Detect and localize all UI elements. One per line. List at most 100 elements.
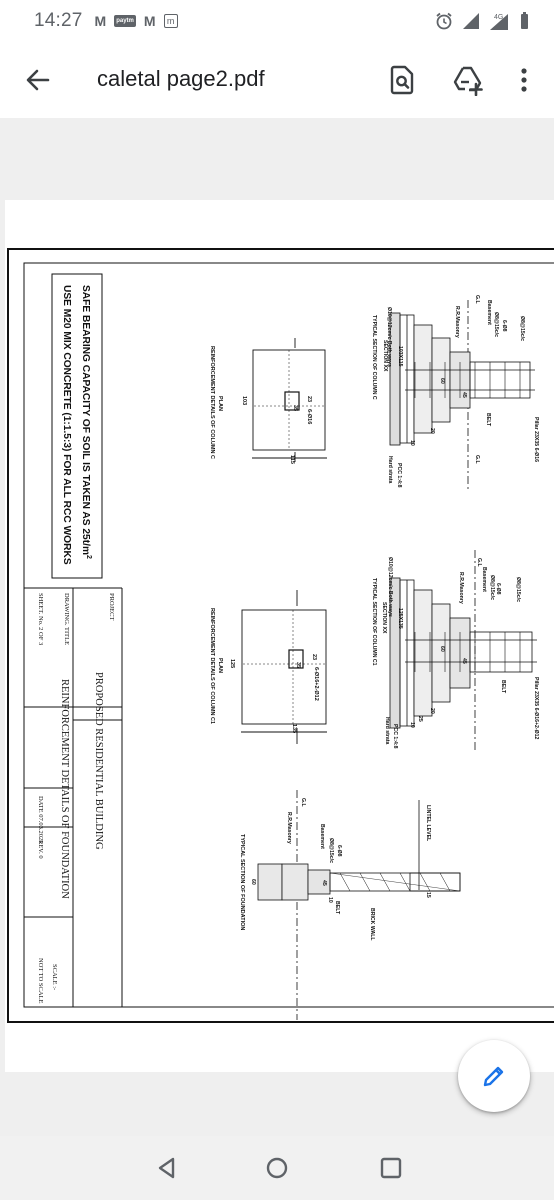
svg-text:Basement: Basement bbox=[319, 824, 325, 849]
svg-text:R.R.Masonry: R.R.Masonry bbox=[286, 812, 292, 844]
svg-text:4G: 4G bbox=[494, 14, 503, 21]
title-block: PROJECT PROPOSED RESIDENTIAL BUILDING DR… bbox=[24, 587, 123, 1007]
app-bar: caletal page2.pdf bbox=[0, 42, 554, 118]
svg-text:Pillar 23X35 6-Ø16: Pillar 23X35 6-Ø16 bbox=[533, 417, 539, 462]
svg-text:SECTION XX: SECTION XX bbox=[381, 602, 387, 634]
svg-text:PCC 1:4:8: PCC 1:4:8 bbox=[392, 724, 398, 749]
scale-value: NOT TO SCALE bbox=[37, 958, 44, 1004]
find-in-page-icon[interactable] bbox=[386, 64, 418, 96]
document-title: caletal page2.pdf bbox=[97, 66, 265, 91]
paytm-notification-icon: paytm bbox=[114, 15, 136, 27]
more-vert-icon[interactable] bbox=[508, 64, 540, 96]
sheet-number: SHEET. No. 2 OF 3 bbox=[37, 593, 44, 645]
gmail-notification-icon: M bbox=[94, 13, 107, 29]
svg-text:PLAN: PLAN bbox=[217, 658, 223, 673]
drawing-title: REINFORCEMENT DETAILS OF FOUNDATION bbox=[59, 679, 70, 899]
svg-text:Hard strata: Hard strata bbox=[384, 717, 390, 745]
svg-text:6-Ø8: 6-Ø8 bbox=[336, 845, 342, 857]
svg-text:60: 60 bbox=[439, 378, 445, 384]
svg-text:TYPICAL SECTION OF FOUNDATION: TYPICAL SECTION OF FOUNDATION bbox=[239, 834, 245, 930]
column-c1-section bbox=[389, 550, 537, 750]
svg-text:6-Ø16+2-Ø12: 6-Ø16+2-Ø12 bbox=[313, 667, 319, 701]
svg-text:Basement: Basement bbox=[481, 567, 487, 592]
svg-text:10: 10 bbox=[409, 440, 415, 446]
svg-text:TYPICAL SECTION OF COLUMN C: TYPICAL SECTION OF COLUMN C bbox=[371, 315, 377, 400]
pdf-page: SAFE BEARING CAPACITY OF SOIL IS TAKEN A… bbox=[5, 200, 554, 1072]
column-c1-labels: Pillar 23X35 6-Ø16+2-Ø12 BELT Ø8@15c/c 6… bbox=[371, 557, 539, 749]
svg-text:REINFORCEMENT DETAILS OF COLUM: REINFORCEMENT DETAILS OF COLUMN C1 bbox=[209, 608, 215, 724]
drawing-title-label: DRAWING. TITLE bbox=[63, 593, 70, 645]
svg-text:Ø10@12cm/c Both ways: Ø10@12cm/c Both ways bbox=[387, 557, 393, 617]
svg-text:Ø8@15c/c: Ø8@15c/c bbox=[515, 577, 521, 602]
svg-text:Hard strata: Hard strata bbox=[387, 456, 393, 484]
svg-text:20: 20 bbox=[429, 708, 435, 714]
svg-text:35: 35 bbox=[295, 662, 301, 668]
svg-text:BELT: BELT bbox=[485, 413, 491, 427]
svg-text:6-Ø8: 6-Ø8 bbox=[501, 320, 507, 332]
svg-text:45: 45 bbox=[321, 880, 327, 886]
svg-text:R.R.Masonry: R.R.Masonry bbox=[454, 306, 460, 338]
svg-text:10: 10 bbox=[327, 897, 333, 903]
pencil-icon bbox=[483, 1066, 504, 1087]
revision: REV. 0 bbox=[37, 840, 44, 859]
project-name: PROPOSED RESIDENTIAL BUILDING bbox=[93, 672, 104, 850]
svg-text:BRICK WALL: BRICK WALL bbox=[369, 908, 375, 941]
back-arrow-icon[interactable] bbox=[22, 64, 54, 96]
battery-icon bbox=[521, 12, 528, 29]
svg-text:G.L: G.L bbox=[300, 798, 306, 807]
back-triangle-icon[interactable] bbox=[152, 1153, 182, 1183]
foundation-labels: LINTEL LEVEL BRICK WALL BELT 6-Ø8 Ø8@15c… bbox=[239, 798, 431, 941]
svg-text:Basement: Basement bbox=[486, 300, 492, 325]
svg-text:TYPICAL SECTION OF COLUMN C1: TYPICAL SECTION OF COLUMN C1 bbox=[371, 578, 377, 666]
svg-text:G.L: G.L bbox=[474, 295, 480, 304]
svg-text:REINFORCEMENT DETAILS OF COLUM: REINFORCEMENT DETAILS OF COLUMN C bbox=[209, 346, 215, 459]
column-c-plan bbox=[252, 338, 327, 462]
svg-text:PCC 1:4:8: PCC 1:4:8 bbox=[396, 463, 402, 488]
project-label: PROJECT bbox=[108, 593, 115, 620]
svg-text:6-Ø8: 6-Ø8 bbox=[495, 583, 501, 595]
svg-text:135: 135 bbox=[291, 724, 297, 733]
edit-fab-button[interactable] bbox=[458, 1040, 530, 1112]
svg-text:Ø8@15c/c: Ø8@15c/c bbox=[489, 575, 495, 600]
svg-text:BELT: BELT bbox=[500, 680, 506, 694]
svg-text:Ø10@12cm/c Both ways: Ø10@12cm/c Both ways bbox=[386, 307, 392, 367]
svg-text:R.R.Masonry: R.R.Masonry bbox=[458, 572, 464, 604]
recents-square-icon[interactable] bbox=[376, 1153, 406, 1183]
column-c-labels: Pillar 23X35 6-Ø16 BELT Ø8@15c/c 6-Ø8 Ø8… bbox=[371, 295, 539, 488]
foundation-section bbox=[257, 790, 461, 1020]
svg-text:23: 23 bbox=[306, 396, 312, 402]
svg-text:115: 115 bbox=[289, 455, 295, 464]
system-navigation-bar bbox=[0, 1136, 554, 1200]
svg-text:Pillar 23X35 6-Ø16+2-Ø12: Pillar 23X35 6-Ø16+2-Ø12 bbox=[533, 677, 539, 740]
svg-text:G.L: G.L bbox=[474, 455, 480, 464]
pdf-viewer[interactable]: SAFE BEARING CAPACITY OF SOIL IS TAKEN A… bbox=[0, 118, 554, 1136]
svg-text:45: 45 bbox=[461, 658, 467, 664]
svg-text:25: 25 bbox=[417, 716, 423, 722]
system-icons: 4G bbox=[434, 11, 530, 31]
svg-text:SECTION XX: SECTION XX bbox=[382, 340, 388, 372]
message-notification-icon: m bbox=[163, 14, 178, 28]
svg-text:125: 125 bbox=[229, 659, 235, 668]
svg-text:Ø8@15c/c: Ø8@15c/c bbox=[493, 312, 499, 337]
status-time: 14:27 bbox=[34, 10, 83, 31]
svg-text:35: 35 bbox=[292, 405, 298, 411]
notes-box bbox=[51, 273, 103, 579]
drawing-date: DATE 07.03.2021 bbox=[37, 796, 44, 843]
svg-text:103X115: 103X115 bbox=[397, 346, 403, 367]
svg-text:6-Ø16: 6-Ø16 bbox=[306, 409, 312, 424]
svg-text:23: 23 bbox=[311, 654, 317, 660]
svg-text:20: 20 bbox=[429, 428, 435, 434]
engineering-drawing: SAFE BEARING CAPACITY OF SOIL IS TAKEN A… bbox=[7, 248, 554, 1023]
svg-text:45: 45 bbox=[461, 392, 467, 398]
add-to-drive-icon[interactable] bbox=[452, 64, 484, 96]
signal-4g-icon: 4G bbox=[490, 14, 508, 30]
column-c1-plan bbox=[241, 590, 327, 744]
svg-text:10: 10 bbox=[409, 722, 415, 728]
gmail-notification-icon-2: M bbox=[143, 13, 156, 29]
svg-text:15: 15 bbox=[425, 892, 431, 898]
svg-text:BELT: BELT bbox=[334, 901, 340, 915]
home-circle-icon[interactable] bbox=[262, 1153, 292, 1183]
status-bar: 14:27 M paytm M m 4G bbox=[0, 0, 554, 42]
signal-icon bbox=[463, 13, 479, 29]
column-c1-plan-labels: 125 135 23 35 6-Ø16+2-Ø12 PLAN REINFORCE… bbox=[209, 608, 319, 733]
